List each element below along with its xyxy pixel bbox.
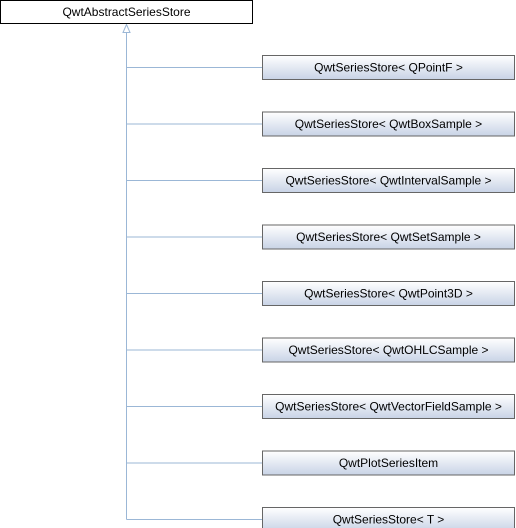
derived-class-label: QwtSeriesStore< QwtOHLCSample > — [288, 343, 488, 357]
derived-class-box — [262, 224, 515, 250]
derived-class-label: QwtSeriesStore< QwtIntervalSample > — [285, 174, 491, 188]
derived-class-node[interactable]: QwtSeriesStore< QwtPoint3D > — [262, 281, 515, 306]
derived-class-box — [262, 337, 515, 363]
derived-class-label: QwtSeriesStore< QPointF > — [314, 61, 463, 75]
derived-class-node[interactable]: QwtSeriesStore< QwtBoxSample > — [262, 111, 515, 137]
inheritance-arrowhead — [122, 23, 131, 33]
edges — [122, 23, 263, 520]
derived-class-node[interactable]: QwtSeriesStore< QwtIntervalSample > — [262, 168, 515, 193]
derived-class-node[interactable]: QwtSeriesStore< QwtVectorFieldSample > — [262, 394, 515, 419]
derived-class-box — [262, 450, 515, 476]
derived-class-node[interactable]: QwtPlotSeriesItem — [262, 450, 515, 476]
derived-class-label: QwtSeriesStore< QwtVectorFieldSample > — [275, 400, 502, 414]
derived-class-box — [262, 394, 515, 419]
derived-class-box — [262, 55, 515, 80]
derived-class-label: QwtPlotSeriesItem — [339, 456, 438, 470]
derived-class-box — [262, 507, 515, 528]
derived-class-box — [262, 111, 515, 137]
derived-class-label: QwtSeriesStore< QwtSetSample > — [296, 230, 481, 244]
derived-class-node[interactable]: QwtSeriesStore< T > — [262, 507, 515, 528]
base-class-label: QwtAbstractSeriesStore — [62, 5, 190, 19]
derived-class-box — [262, 168, 515, 193]
base-class-box — [0, 0, 253, 24]
derived-class-node[interactable]: QwtSeriesStore< QPointF > — [262, 55, 515, 80]
derived-class-label: QwtSeriesStore< QwtPoint3D > — [304, 287, 473, 301]
derived-class-node[interactable]: QwtSeriesStore< QwtOHLCSample > — [262, 337, 515, 363]
base-class-node[interactable]: QwtAbstractSeriesStore — [0, 0, 253, 24]
derived-class-label: QwtSeriesStore< QwtBoxSample > — [295, 117, 482, 131]
derived-class-label: QwtSeriesStore< T > — [333, 513, 445, 527]
derived-class-box — [262, 281, 515, 306]
derived-class-node[interactable]: QwtSeriesStore< QwtSetSample > — [262, 224, 515, 250]
